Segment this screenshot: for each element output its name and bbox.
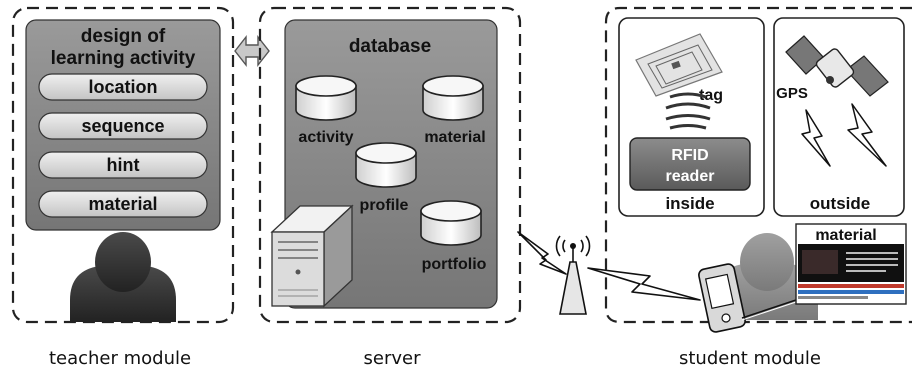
item-pill-material: [38, 190, 208, 218]
item-label-sequence: sequence: [81, 116, 164, 136]
lightning-icon: [587, 267, 701, 301]
server-tower-icon: [270, 204, 354, 308]
item-pill-sequence: [38, 112, 208, 140]
satellite-icon: [785, 35, 889, 97]
student-module-border: [604, 6, 912, 324]
item-pill-location: [38, 73, 208, 101]
double-arrow-icon: [234, 34, 270, 68]
student-module-caption: student module: [679, 348, 821, 369]
teacher-module-caption: teacher module: [49, 348, 191, 369]
lightning-icon: [801, 109, 831, 167]
rfid-reader-line1: RFID: [671, 147, 708, 164]
database-label-portfolio: portfolio: [422, 256, 487, 273]
database-icon: [355, 142, 417, 188]
database-title: database: [349, 36, 431, 57]
pda-icon: [698, 263, 746, 333]
server-module-border: [258, 6, 522, 324]
gps-label: GPS: [776, 85, 808, 102]
antenna-icon: [555, 235, 591, 315]
item-pill-hint: [38, 151, 208, 179]
server-caption: server: [364, 348, 422, 369]
learning-activity-title-line1: design of: [81, 26, 166, 47]
tag-label: tag: [699, 87, 723, 104]
database-label-activity: activity: [298, 129, 353, 146]
teacher-module: design of learning activity location seq…: [11, 6, 235, 369]
server-module: database activity material profile portf…: [258, 6, 522, 369]
database-icon: [295, 75, 357, 121]
rfid-tag-icon: [635, 33, 723, 97]
item-label-material: material: [88, 194, 157, 214]
student-module: tag RFID reader inside GPS outside: [604, 6, 912, 369]
material-label: material: [815, 227, 876, 244]
learning-activity-title-line2: learning activity: [51, 48, 196, 69]
item-label-location: location: [88, 77, 157, 97]
database-label-material: material: [424, 129, 485, 146]
rfid-reader-box: [629, 137, 751, 191]
lightning-icon: [847, 103, 887, 167]
rfid-reader-line2: reader: [666, 168, 715, 185]
database-icon: [420, 200, 482, 246]
database-label-profile: profile: [360, 197, 409, 214]
lightning-icon: [517, 231, 567, 275]
wave-signal-icon: [665, 92, 711, 130]
inside-label: inside: [665, 194, 714, 213]
database-icon: [422, 75, 484, 121]
person-icon: [70, 232, 176, 322]
outside-label: outside: [810, 194, 870, 213]
material-screen: [795, 223, 907, 305]
item-label-hint: hint: [107, 155, 140, 175]
